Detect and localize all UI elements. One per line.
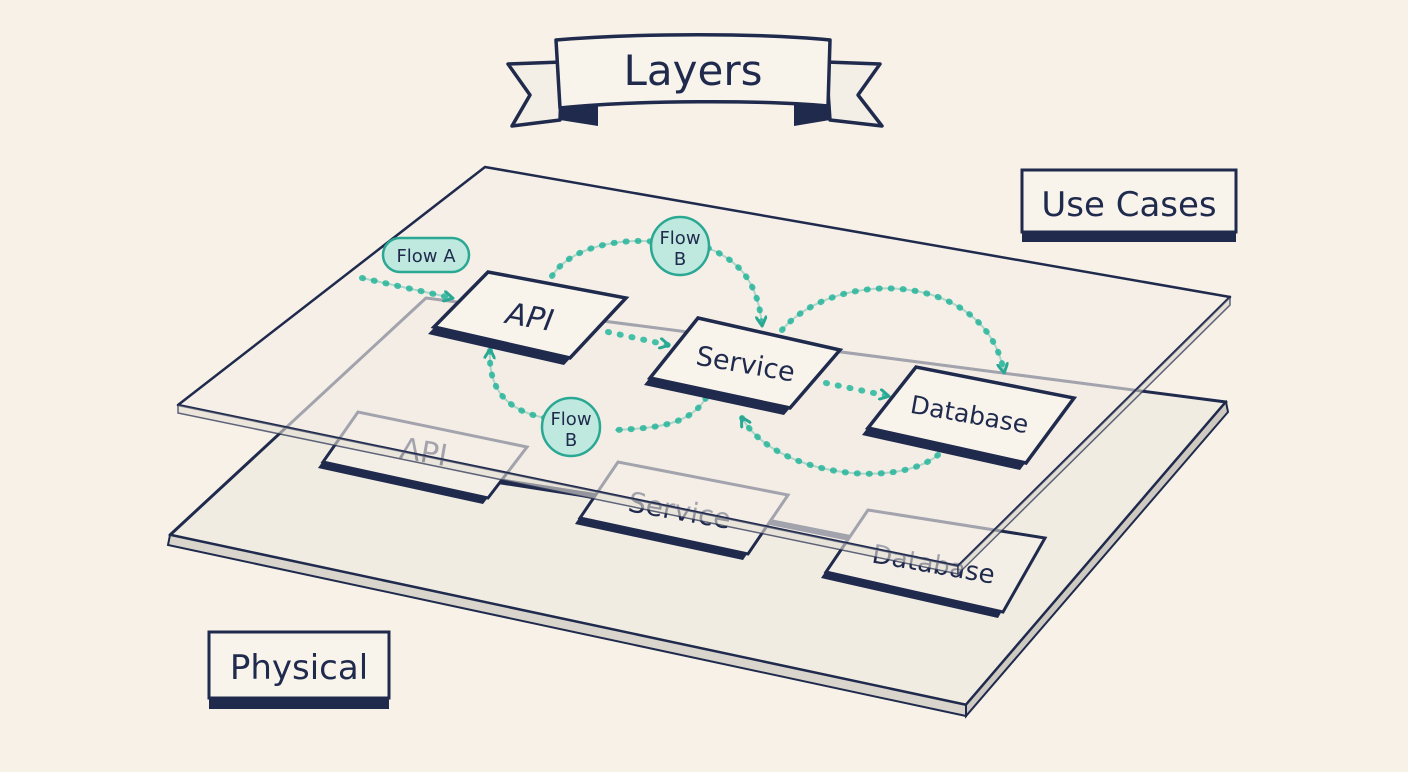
use-cases-node-api: API — [428, 270, 630, 365]
flow-b-top-label-line2: B — [674, 249, 686, 270]
flow-b-bottom-path — [490, 350, 709, 433]
service-to-database-path — [823, 380, 891, 396]
database-to-service-arc — [739, 415, 941, 477]
api-to-service-path — [605, 329, 671, 345]
flow-a-path — [359, 275, 455, 298]
physical-label: Physical — [230, 648, 368, 688]
title-banner: Layers — [506, 33, 884, 128]
physical-label-box: Physical — [207, 630, 391, 709]
use-cases-node-database: Database — [862, 365, 1078, 470]
use-cases-label: Use Cases — [1041, 185, 1216, 225]
flow-b-top-label-line1: Flow — [659, 228, 700, 249]
flow-b-bottom-label-line2: B — [565, 430, 577, 451]
use-cases-node-service: Service — [644, 316, 844, 415]
flow-b-bottom-badge: Flow B — [540, 396, 602, 458]
flow-paths — [359, 237, 1004, 477]
service-to-database-arc — [779, 285, 1004, 375]
flow-a-badge: Flow A — [381, 236, 471, 274]
use-cases-label-box: Use Cases — [1020, 168, 1238, 242]
page-title: Layers — [624, 46, 763, 95]
flow-path-shadows — [361, 239, 1005, 475]
flow-b-top-badge: Flow B — [649, 215, 711, 277]
flow-a-label: Flow A — [396, 246, 456, 267]
flow-b-bottom-label-line1: Flow — [550, 409, 591, 430]
use-cases-node-api-label: API — [501, 296, 556, 339]
